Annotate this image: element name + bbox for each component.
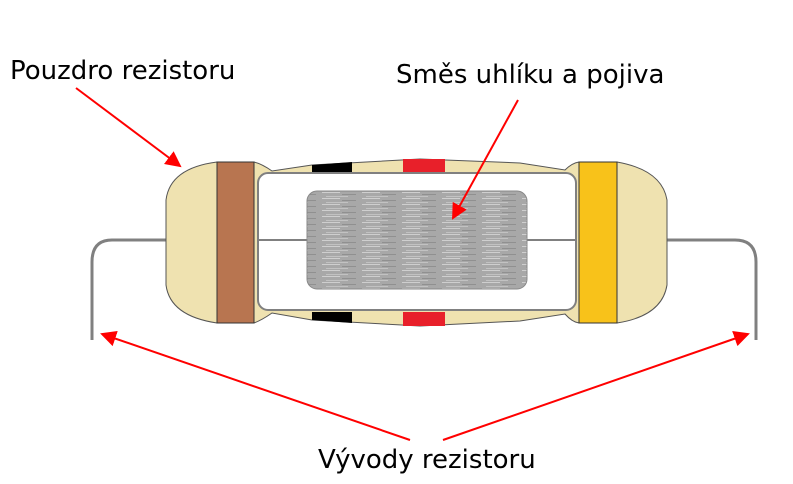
arrow-lead-right [442,331,750,441]
band-brown [216,161,255,324]
band-gold [578,161,618,324]
carbon-mix-element [306,190,528,290]
band-red-bottom [403,312,445,326]
right-lead [665,238,758,340]
band-black-bottom [312,312,352,323]
label-carbon-mix: Směs uhlíku a pojiva [396,60,665,90]
arrow-lead-left [100,330,411,441]
arrow-carbon-mix [452,99,519,220]
band-black-top [312,162,352,173]
label-housing: Pouzdro rezistoru [10,56,236,86]
arrow-housing [75,87,182,168]
label-leads: Vývody rezistoru [318,445,536,475]
left-lead [90,238,168,340]
band-red-top [403,159,445,173]
